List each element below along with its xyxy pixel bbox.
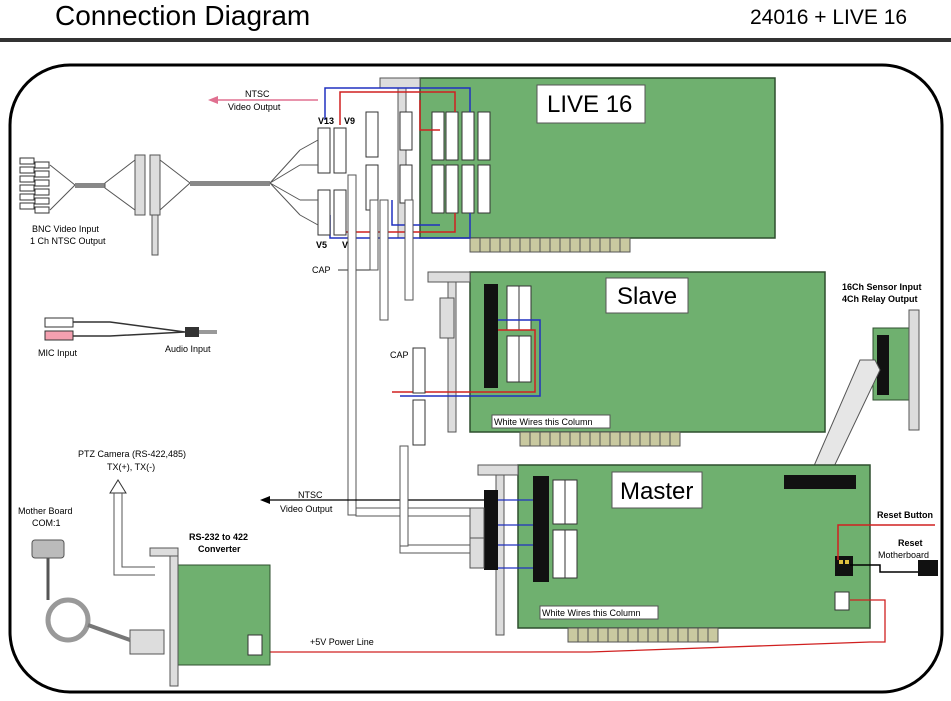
converter-card	[129, 547, 271, 687]
reset-button-label: Reset Button	[877, 510, 933, 520]
ntsc-mid-label-1: NTSC	[298, 490, 323, 500]
header-rule	[0, 38, 951, 42]
ntsc-mid-arrowhead	[260, 496, 270, 504]
ptz-label-2: TX(+), TX(-)	[107, 462, 155, 472]
label-v5: V5	[316, 240, 327, 250]
ptz-cable	[113, 493, 155, 576]
ntsc-top-arrowhead	[208, 96, 218, 104]
mb-label-2: COM:1	[32, 518, 61, 528]
cap-mid-label: CAP	[390, 350, 409, 360]
live16-card: LIVE 16	[324, 77, 776, 253]
reset-mb-label-2: Motherboard	[878, 550, 929, 560]
master-cables	[355, 445, 485, 569]
sensor-label-2: 4Ch Relay Output	[842, 294, 918, 304]
reset-mb-connector	[918, 560, 938, 576]
label-v13: V13	[318, 116, 334, 126]
label-v9: V9	[344, 116, 355, 126]
power-label: +5V Power Line	[310, 637, 374, 647]
slave-title-box	[605, 277, 689, 314]
video-connectors	[317, 127, 347, 236]
ptz-arrow	[109, 479, 127, 494]
audio-label: Audio Input	[165, 344, 211, 354]
slave-title: Slave	[617, 283, 677, 310]
master-title-box	[611, 471, 703, 509]
slave-card: Slave White Wires this Column	[392, 271, 826, 447]
sensor-card	[872, 309, 920, 431]
mb-label-1: Mother Board	[18, 506, 73, 516]
master-title: Master	[620, 478, 693, 505]
bnc-label-1: BNC Video Input	[32, 224, 99, 234]
model-name: 24016 + LIVE 16	[750, 6, 907, 29]
ntsc-top-label-2: Video Output	[228, 102, 281, 112]
reset-button-wire	[837, 524, 935, 560]
com-to-converter	[87, 623, 131, 642]
slave-white-wires-box	[491, 414, 611, 429]
ntsc-top-label-1: NTSC	[245, 89, 270, 99]
ptz-label-1: PTZ Camera (RS-422,485)	[78, 449, 186, 459]
power-line	[265, 599, 886, 653]
vertical-cables	[347, 174, 414, 516]
master-white-wires-box	[539, 605, 659, 620]
master-white-wires: White Wires this Column	[542, 608, 641, 618]
cable-coil	[45, 597, 91, 643]
live16-title: LIVE 16	[547, 91, 632, 118]
page-title: Connection Diagram	[55, 0, 310, 31]
converter-label-1: RS-232 to 422	[189, 532, 248, 542]
live16-title-box	[536, 84, 646, 124]
bnc-cable	[19, 139, 319, 256]
diagram-frame	[8, 63, 944, 694]
cap-top-label: CAP	[312, 265, 331, 275]
master-card: Master White Wires this Column	[477, 464, 871, 643]
converter-label-2: Converter	[198, 544, 241, 554]
slave-white-wires: White Wires this Column	[494, 417, 593, 427]
bnc-label-2: 1 Ch NTSC Output	[30, 236, 106, 246]
audio-cable	[44, 317, 217, 341]
reset-mb-label-1: Reset	[898, 538, 923, 548]
sensor-label-1: 16Ch Sensor Input	[842, 282, 922, 292]
mic-label: MIC Input	[38, 348, 78, 358]
reset-mb-wire	[850, 564, 918, 573]
com-connector	[31, 539, 65, 559]
ntsc-mid-label-2: Video Output	[280, 504, 333, 514]
